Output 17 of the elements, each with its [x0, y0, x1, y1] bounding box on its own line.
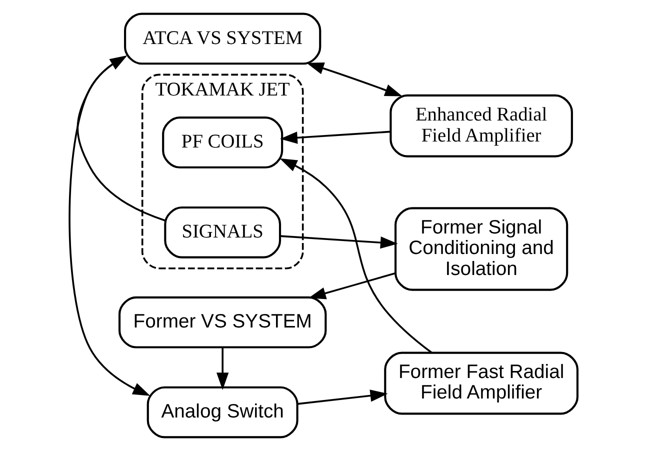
arrow — [297, 390, 388, 405]
arrow — [280, 130, 390, 144]
node-box: SIGNALS — [164, 206, 282, 258]
arrow — [76, 55, 166, 222]
node-box: ATCA VS SYSTEM — [124, 12, 322, 65]
node-box: Analog Switch — [146, 386, 298, 438]
arrow — [280, 158, 432, 354]
node-box: Former VS SYSTEM — [118, 296, 327, 348]
arrow — [216, 348, 229, 390]
arrow — [306, 62, 402, 96]
arrow — [68, 56, 150, 396]
arrow — [308, 272, 396, 300]
arrow — [280, 235, 398, 249]
node-box: Former Signal Conditioning and Isolation — [394, 207, 568, 291]
node-box: Enhanced Radial Field Amplifier — [390, 94, 573, 158]
node-box: PF COILS — [162, 116, 284, 168]
node-box: Former Fast Radial Field Amplifier — [384, 352, 578, 415]
